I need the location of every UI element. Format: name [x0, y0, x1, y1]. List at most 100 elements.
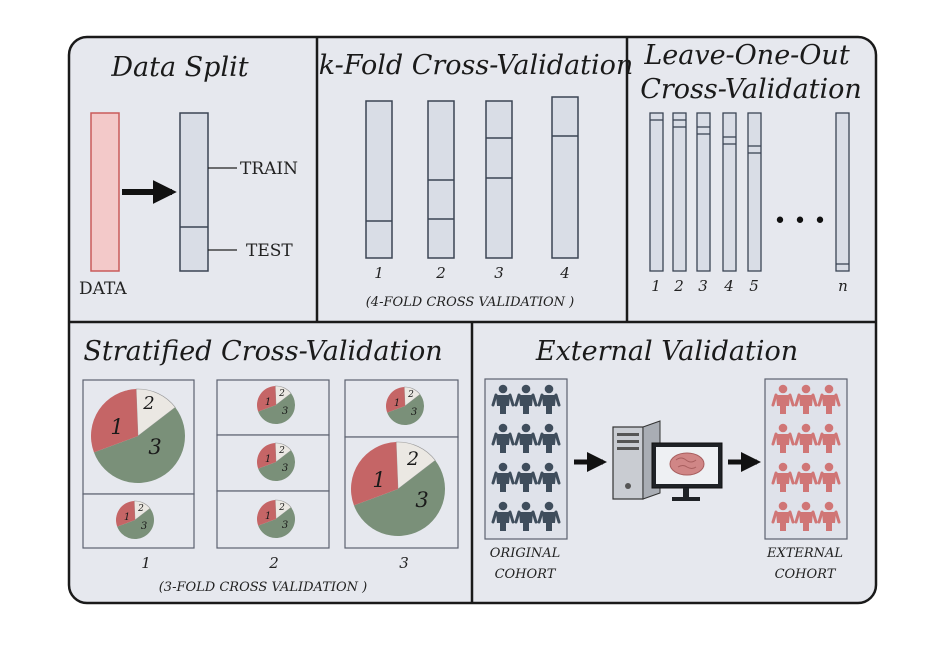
pie-label: 3	[282, 463, 288, 474]
loo-panel: Leave-One-Out Cross-Validation 1 2 3 4	[640, 40, 862, 295]
external-panel: External Validation ORIGINAL COHORT	[484, 336, 848, 582]
pie-slice-3	[117, 508, 155, 540]
data-bar	[90, 112, 120, 272]
pie-slice-1	[90, 389, 138, 453]
kfold-panel: k-Fold Cross-Validation 1 2 3 4 (4-FOLD …	[319, 50, 634, 310]
pie-slice-3	[353, 460, 445, 537]
pie-slice-1	[257, 500, 276, 526]
pie-slice-3	[93, 407, 185, 484]
pie-slice-2	[274, 442, 292, 463]
kfold-fold-4: 4	[551, 96, 579, 282]
original-cohort-label-line2: COHORT	[495, 567, 557, 582]
loo-label: n	[838, 277, 848, 295]
pie-label: 2	[142, 393, 154, 414]
data-split-panel: Data Split DATA TRAIN TEST	[79, 52, 298, 299]
external-cohort-label-line2: COHORT	[775, 567, 837, 582]
original-cohort-label-line1: ORIGINAL	[490, 546, 561, 561]
stratified-panel: Stratified Cross-Validation 1 2 3 1 2 3	[82, 336, 459, 595]
strat-fold-3: 1 2 3 1 2 3 3	[344, 379, 459, 572]
pie-label: 2	[278, 503, 285, 513]
pie-label: 1	[265, 397, 271, 408]
stratified-title: Stratified Cross-Validation	[83, 336, 442, 367]
pie-slice-1	[116, 501, 135, 527]
pie-label: 1	[265, 511, 271, 522]
external-title: External Validation	[535, 336, 798, 367]
pie-small: 1 2 3	[257, 442, 296, 482]
pie-slice-2	[274, 385, 292, 406]
loo-label: 5	[749, 277, 759, 295]
strat-fold-1: 1 2 3 1 2 3 1	[82, 379, 195, 572]
pie-label: 1	[372, 468, 385, 492]
fold-label: 2	[435, 264, 446, 282]
loo-bar	[672, 112, 687, 272]
pie-label: 1	[110, 415, 123, 439]
loo-label: 1	[651, 277, 661, 295]
test-label: TEST	[246, 241, 293, 261]
fold-label: 4	[559, 264, 570, 282]
loo-fold-5: 5	[747, 112, 762, 295]
loo-fold-2: 2	[672, 112, 687, 295]
fold-label: 1	[374, 264, 384, 282]
pie-small: 1 2 3	[257, 385, 296, 425]
strat-fold-2: 1 2 3 1 2 3 1 2 3 2	[216, 379, 330, 572]
pie-slice-1	[257, 443, 276, 469]
strat-fold-label: 2	[268, 554, 279, 572]
loo-bar	[747, 112, 762, 272]
pie-label: 2	[407, 390, 414, 400]
loo-fold-n: n	[835, 112, 850, 295]
fold-bar	[485, 100, 513, 259]
pie-slice-2	[274, 499, 292, 520]
loo-fold-4: 4	[722, 112, 737, 295]
kfold-fold-1: 1	[365, 100, 393, 282]
kfold-title: k-Fold Cross-Validation	[319, 50, 634, 81]
loo-label: 2	[673, 277, 684, 295]
loo-bar	[649, 112, 664, 272]
stratified-note: (3-FOLD CROSS VALIDATION )	[159, 580, 368, 595]
pie-label: 3	[148, 435, 161, 459]
pie-slice-1	[350, 442, 398, 506]
pie-label: 2	[278, 389, 285, 399]
split-bar	[179, 112, 209, 272]
pie-label: 1	[124, 512, 130, 523]
pie-small: 1 2 3	[116, 500, 155, 540]
pie-slice-3	[258, 507, 296, 539]
pie-slice-3	[387, 394, 425, 426]
strat-fold-label: 3	[399, 554, 409, 572]
monitor-brain-icon	[651, 442, 723, 501]
loo-bar	[696, 112, 711, 272]
pie-label: 3	[411, 407, 417, 418]
pie-label: 2	[137, 504, 144, 514]
strat-fold-label: 1	[141, 554, 151, 572]
data-label: DATA	[79, 279, 127, 299]
pie-small: 1 2 3	[257, 499, 296, 539]
pie-slice-2	[403, 386, 421, 407]
loo-fold-1: 1	[649, 112, 664, 295]
pie-large: 1 2 3	[90, 388, 185, 484]
loo-bar	[722, 112, 737, 272]
data-split-title: Data Split	[110, 52, 248, 83]
pie-small: 1 2 3	[386, 386, 425, 426]
pie-slice-3	[258, 450, 296, 482]
loo-label: 4	[723, 277, 734, 295]
pie-label: 3	[415, 488, 428, 512]
pie-slice-1	[386, 387, 405, 413]
external-cohort-label-line1: EXTERNAL	[766, 546, 843, 561]
pie-large: 1 2 3	[350, 441, 445, 537]
loo-title-line2: Cross-Validation	[640, 74, 862, 105]
kfold-note: (4-FOLD CROSS VALIDATION )	[366, 295, 575, 310]
train-label: TRAIN	[240, 159, 298, 179]
pie-label: 2	[406, 448, 419, 470]
pie-slice-2	[133, 500, 151, 521]
kfold-fold-2: 2	[427, 100, 455, 282]
pie-label: 1	[394, 398, 400, 409]
ellipsis: • • •	[774, 209, 827, 234]
pie-slice-2	[135, 388, 176, 437]
pie-slice-3	[258, 393, 296, 425]
fold-bar	[365, 100, 393, 259]
loo-fold-3: 3	[696, 112, 711, 295]
loo-label: 3	[698, 277, 708, 295]
pie-label: 1	[265, 454, 271, 465]
kfold-fold-3: 3	[485, 100, 513, 282]
pie-label: 3	[282, 520, 288, 531]
